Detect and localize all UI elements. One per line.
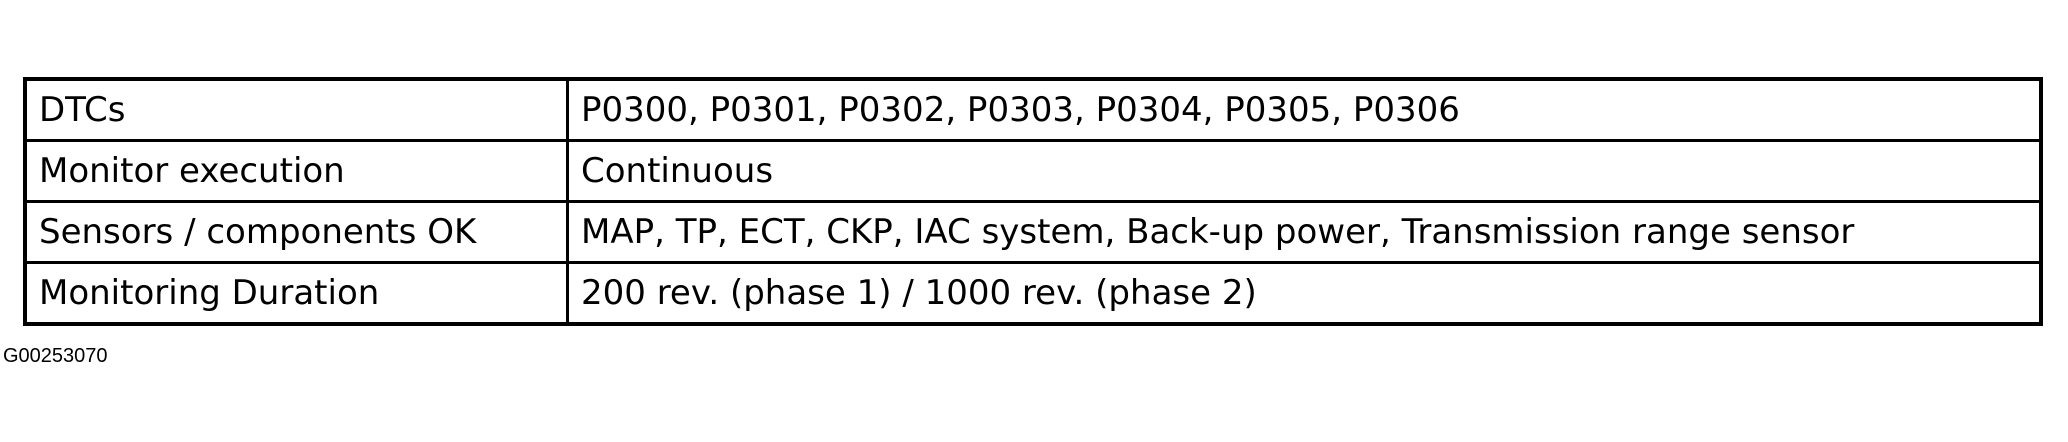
table-row: Monitor execution Continuous (24, 139, 2042, 203)
table-row: DTCs P0300, P0301, P0302, P0303, P0304, … (24, 78, 2042, 142)
table-row: Sensors / components OK MAP, TP, ECT, CK… (24, 200, 2042, 264)
row-value: MAP, TP, ECT, CKP, IAC system, Back-up p… (566, 200, 2042, 264)
row-value: Continuous (566, 139, 2042, 203)
row-label: Monitoring Duration (24, 261, 569, 325)
monitor-spec-table: DTCs P0300, P0301, P0302, P0303, P0304, … (23, 77, 2043, 326)
figure-id: G00253070 (3, 345, 108, 367)
row-label: Monitor execution (24, 139, 569, 203)
table-row: Monitoring Duration 200 rev. (phase 1) /… (24, 261, 2042, 325)
row-value: 200 rev. (phase 1) / 1000 rev. (phase 2) (566, 261, 2042, 325)
row-label: DTCs (24, 78, 569, 142)
row-label: Sensors / components OK (24, 200, 569, 264)
row-value: P0300, P0301, P0302, P0303, P0304, P0305… (566, 78, 2042, 142)
